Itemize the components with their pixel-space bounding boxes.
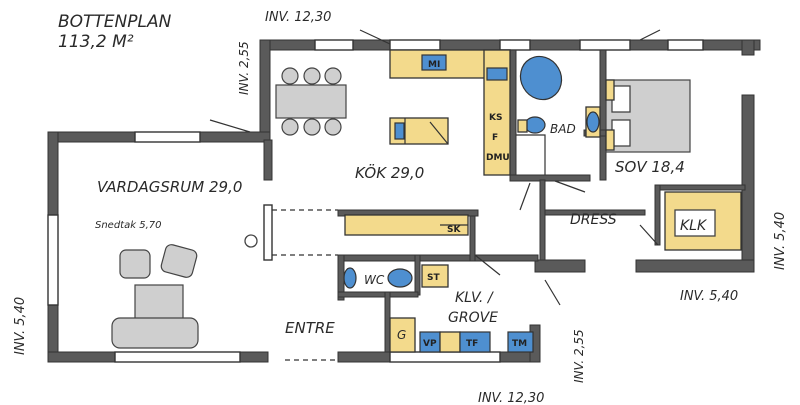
room-klv: KLV. / (455, 290, 494, 306)
label-tm: TM (512, 339, 527, 349)
dim-right: INV. 5,40 (773, 212, 788, 270)
room-dress: DRESS (570, 212, 617, 228)
room-klk: KLK (680, 218, 708, 234)
dim-left: INV. 5,40 (13, 297, 28, 355)
room-vardagsrum: VARDAGSRUM 29,0 (97, 178, 242, 196)
label-vp: VP (423, 339, 437, 349)
room-kok: KÖK 29,0 (355, 163, 424, 182)
room-sov: SOV 18,4 (615, 158, 685, 176)
label-mi: MI (428, 60, 440, 70)
dim-right-bottom: INV. 5,40 (680, 289, 738, 304)
label-sk: SK (447, 225, 461, 235)
dim-mid: INV. 2,55 (572, 329, 586, 383)
dim-bottom: INV. 12,30 (478, 391, 544, 405)
label-st: ST (427, 273, 440, 283)
label-ks: KS (489, 113, 502, 123)
kitchen-counter (389, 49, 511, 176)
room-grove: GROVE (448, 310, 498, 326)
label-f: F (492, 133, 498, 143)
plan-title: BOTTENPLAN (58, 12, 172, 32)
bed (605, 79, 691, 153)
living-furniture (111, 234, 258, 349)
room-entre: ENTRE (285, 319, 335, 337)
wc-fixtures (343, 264, 449, 289)
wardrobe-klk (664, 191, 742, 251)
door-swings (209, 29, 661, 361)
dim-left-top: INV. 2,55 (237, 41, 251, 95)
laundry-fixtures (344, 214, 534, 353)
snedtak-label: Snedtak 5,70 (95, 220, 161, 231)
plan-area: 113,2 M² (58, 32, 134, 52)
interior-walls (263, 49, 746, 353)
room-bad: BAD (550, 122, 576, 136)
label-g: G (397, 328, 406, 342)
label-tf: TF (466, 339, 478, 349)
room-wc: WC (364, 273, 385, 287)
dining-table (275, 67, 347, 136)
dim-top: INV. 12,30 (265, 10, 331, 25)
label-mu: DMU (486, 153, 510, 163)
bathroom-fixtures (516, 55, 601, 175)
